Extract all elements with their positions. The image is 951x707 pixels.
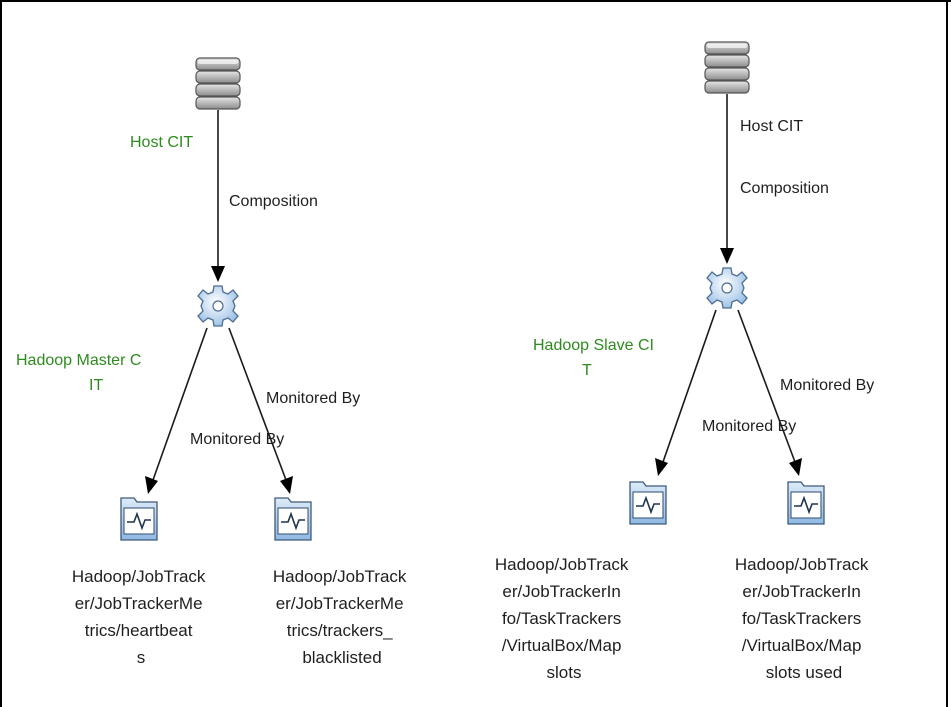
monitored-by-edge-2 [228,327,287,481]
monitor-a-label: Hadoop/JobTrack er/JobTrackerIn fo/TaskT… [495,555,633,682]
arrowhead [789,458,802,476]
monitor-folder-icon[interactable] [787,481,825,525]
left-diagram: Host CIT Composition Hadoop Master C IT … [16,57,411,667]
arrowhead [145,476,158,494]
hadoop-slave-label-line1: Hadoop Slave CI [533,337,654,354]
host-cit-label: Host CIT [740,118,803,135]
monitor-folder-icon[interactable] [629,481,667,525]
composition-edge-label: Composition [229,193,318,210]
arrowhead [655,458,668,476]
hadoop-slave-label-line2: T [582,362,592,379]
monitored-by-label-2: Monitored By [190,431,284,448]
monitored-by-label-1: Monitored By [266,390,360,407]
server-icon[interactable] [195,57,241,110]
arrowhead [280,476,293,494]
arrowhead [720,248,734,264]
server-icon[interactable] [704,41,750,94]
monitored-by-edge-1 [662,309,717,463]
monitor-folder-icon[interactable] [274,497,312,541]
gear-icon[interactable] [706,267,748,309]
monitored-by-edge-1 [152,327,208,481]
monitored-by-edge-2 [737,309,796,463]
monitor-b-label: Hadoop/JobTrack er/JobTrackerIn fo/TaskT… [735,555,873,682]
host-cit-label: Host CIT [130,134,193,151]
right-diagram: Host CIT Composition Hadoop Slave CI T M… [495,41,874,682]
monitored-by-label-2: Monitored By [702,418,796,435]
hadoop-master-label-line1: Hadoop Master C [16,352,141,369]
arrowhead [211,266,225,282]
monitor-a-label: Hadoop/JobTrack er/JobTrackerMe trics/he… [72,567,210,667]
gear-icon[interactable] [197,285,239,327]
monitor-b-label: Hadoop/JobTrack er/JobTrackerMe trics/tr… [273,567,411,667]
monitored-by-label-1: Monitored By [780,377,874,394]
monitor-folder-icon[interactable] [120,497,158,541]
composition-edge-label: Composition [740,180,829,197]
hadoop-master-label-line2: IT [89,377,103,394]
